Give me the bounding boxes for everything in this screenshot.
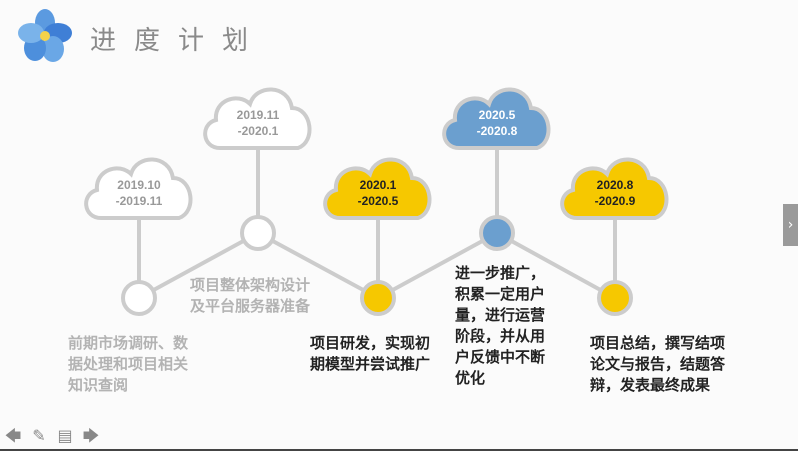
stage-1-description: 前期市场调研、数据处理和项目相关知识查阅 bbox=[68, 334, 189, 394]
chevron-right-icon: › bbox=[787, 217, 794, 233]
pen-icon[interactable]: ✎ bbox=[32, 426, 46, 445]
date-start: 2020.8 bbox=[596, 178, 634, 192]
stage-4-date: 2020.5 -2020.8 bbox=[447, 107, 547, 139]
node-3 bbox=[360, 280, 396, 316]
slideshow-toolbar: 🡄 ✎ ▤ 🡆 bbox=[4, 428, 100, 444]
node-4 bbox=[479, 215, 515, 251]
date-end: -2020.5 bbox=[357, 194, 399, 208]
date-start: 2020.1 bbox=[359, 178, 397, 192]
stage-4-description: 进一步推广，积累一定用户量，进行运营阶段，并从用户反馈中不断优化 bbox=[455, 264, 546, 387]
date-end: -2019.11 bbox=[115, 194, 163, 208]
stage-2-description: 项目整体架构设计及平台服务器准备 bbox=[190, 276, 311, 315]
bottom-border bbox=[0, 449, 798, 451]
node-1 bbox=[121, 280, 157, 316]
date-start: 2019.11 bbox=[236, 108, 280, 122]
page-title: 进度计划 bbox=[90, 26, 267, 56]
date-end: -2020.8 bbox=[476, 124, 518, 138]
next-icon[interactable]: 🡆 bbox=[82, 426, 100, 445]
date-end: -2020.1 bbox=[237, 124, 279, 138]
next-slide-tab[interactable]: › bbox=[783, 204, 798, 246]
stage-3-description: 项目研发，实现初期模型并尝试推广 bbox=[310, 334, 431, 373]
stage-5-description: 项目总结，撰写结项论文与报告，结题答辩，发表最终成果 bbox=[590, 334, 726, 394]
stage-3-date: 2020.1 -2020.5 bbox=[328, 177, 428, 209]
date-start: 2020.5 bbox=[478, 108, 516, 122]
stage-2-date: 2019.11 -2020.1 bbox=[208, 107, 308, 139]
menu-icon[interactable]: ▤ bbox=[57, 426, 73, 445]
node-2 bbox=[240, 215, 276, 251]
stage-5-date: 2020.8 -2020.9 bbox=[565, 177, 665, 209]
node-5 bbox=[597, 280, 633, 316]
date-end: -2020.9 bbox=[594, 194, 636, 208]
prev-icon[interactable]: 🡄 bbox=[4, 426, 22, 445]
flower-logo bbox=[18, 9, 72, 62]
stage-1-date: 2019.10 -2019.11 bbox=[89, 177, 189, 209]
date-start: 2019.10 bbox=[117, 178, 161, 192]
